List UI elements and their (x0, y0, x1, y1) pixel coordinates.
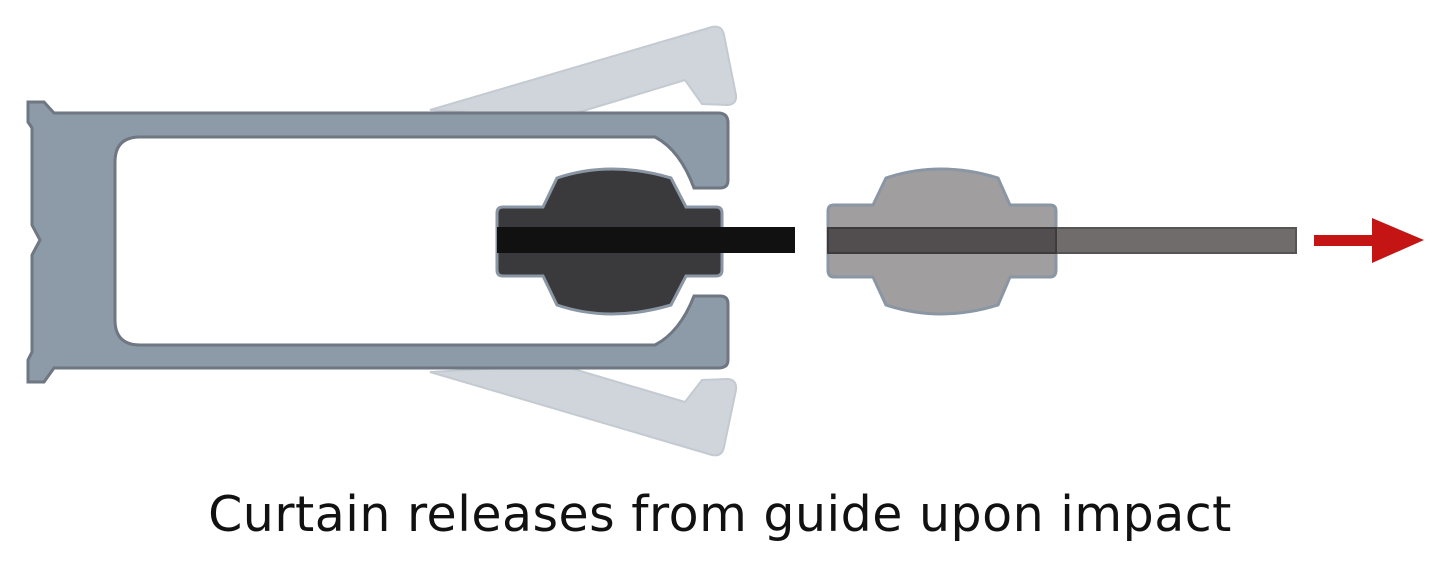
curtain-edge-locked (497, 227, 795, 253)
diagram-caption: Curtain releases from guide upon impact (208, 486, 1232, 543)
guide-arm-ghost-top (429, 25, 738, 120)
direction-arrow-icon (1314, 218, 1424, 263)
curtain-edge-released-inner (827, 227, 1057, 254)
guide-arm-ghost-bottom (429, 363, 738, 457)
curtain-guide-frame (26, 100, 730, 384)
curtain-edge-released (1055, 227, 1297, 254)
